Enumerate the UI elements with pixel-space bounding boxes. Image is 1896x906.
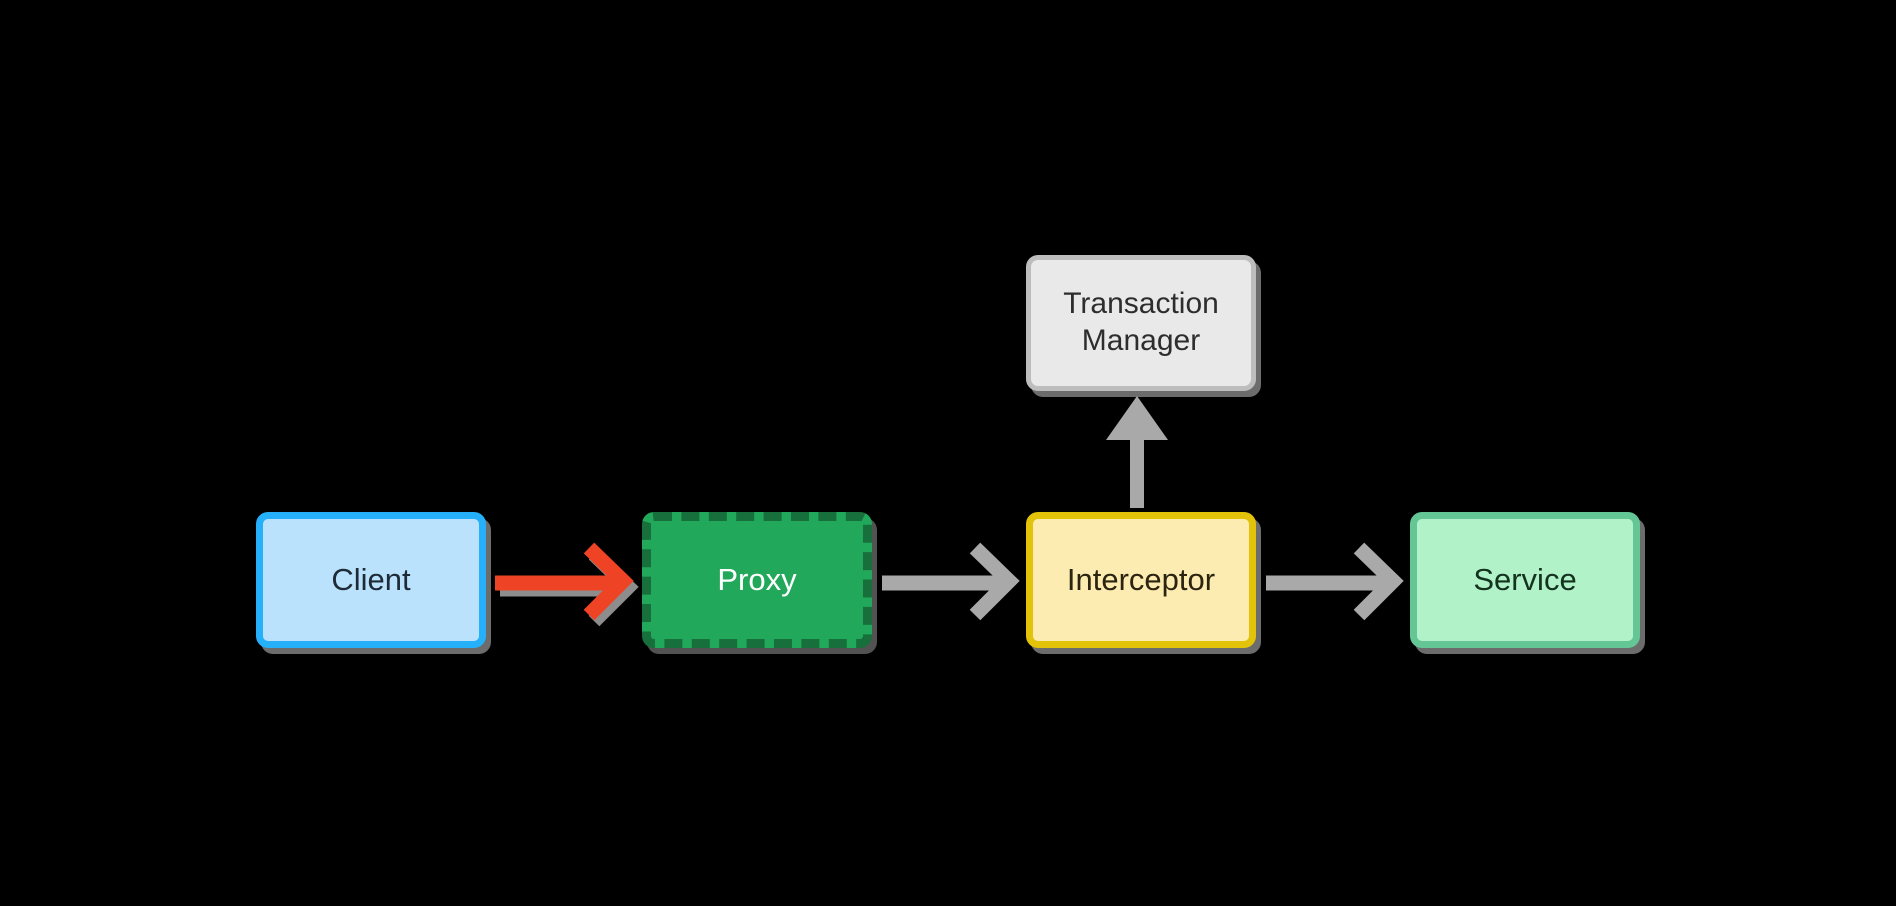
node-proxy[interactable]: Proxy [642,512,872,648]
node-interceptor-label: Interceptor [1066,562,1216,598]
edge-client-to-proxy[interactable] [495,542,634,621]
node-transaction-manager[interactable]: Transaction Manager [1026,255,1256,391]
node-service-label: Service [1473,562,1577,598]
node-service[interactable]: Service [1410,512,1640,648]
node-interceptor[interactable]: Interceptor [1026,512,1256,648]
node-proxy-label: Proxy [717,562,797,598]
node-client-label: Client [331,562,411,598]
edge-interceptor-to-transaction-manager[interactable] [1106,396,1168,508]
edge-proxy-to-interceptor[interactable] [882,542,1020,621]
edge-interceptor-to-service[interactable] [1266,542,1404,621]
node-client[interactable]: Client [256,512,486,648]
node-transaction-manager-label: Transaction Manager [1063,287,1219,357]
